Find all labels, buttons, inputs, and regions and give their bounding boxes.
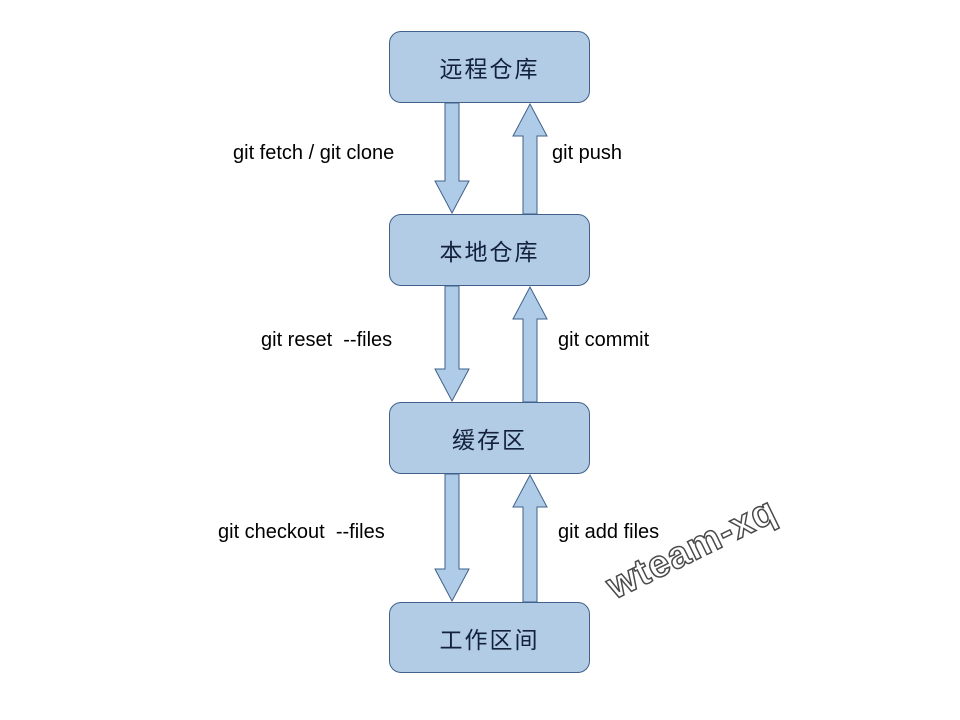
edge-label-checkout: git checkout --files <box>218 521 385 543</box>
arrow-up-add <box>508 474 552 602</box>
node-remote-repository[interactable]: 远程仓库 <box>389 31 590 103</box>
node-local-repository-label: 本地仓库 <box>439 240 540 266</box>
node-remote-repository-label: 远程仓库 <box>439 57 540 83</box>
arrow-down-checkout <box>430 474 474 602</box>
arrow-down-reset <box>430 286 474 402</box>
edge-label-commit: git commit <box>558 329 650 351</box>
node-staging-area-label: 缓存区 <box>452 428 527 454</box>
edge-label-push: git push <box>552 142 623 164</box>
edge-label-fetch-clone: git fetch / git clone <box>233 142 395 164</box>
arrow-down-fetch-clone <box>430 103 474 214</box>
node-local-repository[interactable]: 本地仓库 <box>389 214 590 286</box>
arrow-up-commit <box>508 286 552 402</box>
edge-label-reset: git reset --files <box>261 329 393 351</box>
node-working-directory-label: 工作区间 <box>439 627 540 654</box>
arrow-up-push <box>508 103 552 214</box>
edge-label-add: git add files <box>558 521 660 543</box>
watermark: wteam-xq <box>599 489 784 609</box>
node-staging-area[interactable]: 缓存区 <box>389 402 590 474</box>
node-working-directory[interactable]: 工作区间 <box>389 602 590 673</box>
